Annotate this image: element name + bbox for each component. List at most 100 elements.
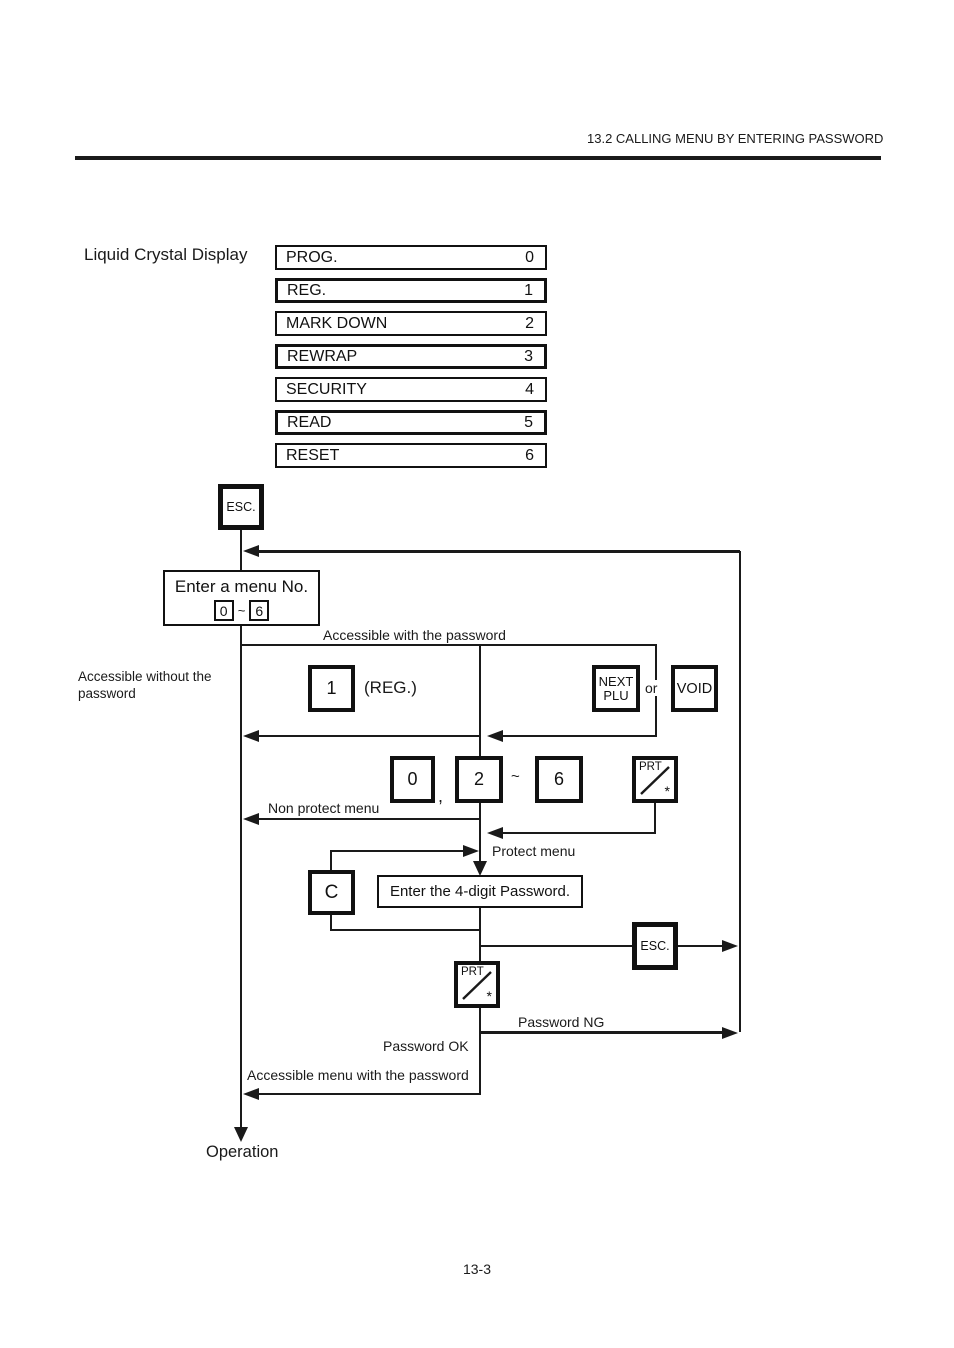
enter-menu-range: 0 ~ 6 (213, 600, 270, 621)
lcd-menu-row: REG. 1 (275, 278, 547, 303)
key-0-mini: 0 (213, 600, 234, 621)
menu-item-number: 1 (524, 281, 533, 299)
arrowhead-left-icon (243, 545, 259, 557)
lcd-menu-row: READ 5 (275, 410, 547, 435)
label-accessible-menu-with-password: Accessible menu with the password (247, 1067, 469, 1083)
void-key-label: VOID (676, 680, 713, 697)
arrowhead-left-icon (487, 827, 503, 839)
key-2: 2 (455, 756, 503, 803)
enter-menu-title: Enter a menu No. (174, 577, 309, 596)
arrowhead-left-icon (243, 1088, 259, 1100)
menu-item-name: SECURITY (286, 380, 367, 398)
label-comma: , (438, 786, 444, 806)
connector-return-top (252, 550, 740, 553)
prt-key-star: * (486, 988, 492, 1004)
prt-key-label: PRT (461, 966, 484, 978)
label-tilde: ~ (511, 768, 520, 785)
connector-void-return (496, 735, 657, 737)
connector-reg-return (252, 735, 480, 737)
connector-password-ok (252, 1093, 481, 1095)
label-reg-note: (REG.) (364, 678, 417, 697)
connector-center-a (479, 644, 481, 866)
arrowhead-left-icon (487, 730, 503, 742)
lcd-menu-row: MARK DOWN 2 (275, 311, 547, 336)
arrowhead-right-icon (463, 845, 479, 857)
menu-item-name: READ (287, 413, 332, 431)
menu-item-number: 2 (525, 314, 534, 332)
connector-clear-down (330, 915, 332, 931)
connector-clear-top (330, 850, 463, 852)
connector-center-b (479, 908, 481, 961)
label-password-ng: Password NG (518, 1014, 605, 1030)
tilde-glyph: ~ (237, 603, 246, 618)
label-accessible-with-password: Accessible with the password (323, 627, 506, 643)
esc-key-label: ESC. (640, 939, 670, 953)
prt-key-star: * (664, 783, 670, 799)
prt-asterisk-key: PRT * (632, 756, 678, 803)
menu-item-name: MARK DOWN (286, 314, 388, 332)
menu-item-name: REG. (287, 281, 327, 299)
next-plu-line1: NEXT (598, 673, 634, 689)
enter-password-box: Enter the 4-digit Password. (377, 875, 583, 908)
prt-key-label: PRT (639, 761, 662, 773)
page-number: 13-3 (462, 1261, 492, 1277)
label-or: or (642, 680, 661, 696)
arrowhead-right-icon (722, 1027, 738, 1039)
enter-password-text: Enter the 4-digit Password. (389, 883, 571, 900)
connector-clear-bottom (330, 929, 480, 931)
menu-item-number: 6 (525, 446, 534, 464)
prt-asterisk-key: PRT * (454, 961, 500, 1008)
key-0-label: 0 (407, 769, 418, 789)
connector-non-protect (252, 818, 480, 820)
menu-item-number: 0 (525, 248, 534, 266)
connector-prt-drop (654, 803, 656, 833)
menu-item-number: 3 (524, 347, 533, 365)
next-plu-key: NEXT PLU (592, 665, 640, 712)
arrowhead-left-icon (243, 730, 259, 742)
enter-menu-box: Enter a menu No. 0 ~ 6 (163, 570, 320, 626)
esc-key-top: ESC. (218, 484, 264, 530)
void-key: VOID (671, 665, 718, 712)
connector-trunk-top (240, 530, 242, 571)
arrowhead-right-icon (722, 940, 738, 952)
prt-slash-icon (462, 971, 492, 1000)
key-2-label: 2 (473, 769, 484, 789)
lcd-menu-row: REWRAP 3 (275, 344, 547, 369)
next-plu-label: NEXT PLU (598, 673, 634, 703)
connector-esc-left (481, 945, 632, 947)
lcd-menu-row: SECURITY 4 (275, 377, 547, 402)
key-1: 1 (308, 665, 355, 712)
key-6-label: 6 (553, 769, 564, 789)
connector-branch-top (240, 644, 657, 646)
label-accessible-without-line2: password (78, 686, 136, 701)
label-accessible-without-line1: Accessible without the (78, 669, 212, 684)
lcd-menu-row: RESET 6 (275, 443, 547, 468)
lcd-section-label: Liquid Crystal Display (84, 245, 248, 264)
connector-right-return (739, 551, 741, 1032)
connector-prt-return (496, 832, 656, 834)
connector-trunk-main (240, 626, 242, 1128)
clear-key: C (308, 870, 355, 915)
menu-item-number: 4 (525, 380, 534, 398)
page-header: 13.2 CALLING MENU BY ENTERING PASSWORD (587, 131, 884, 146)
arrowhead-down-icon (473, 861, 487, 876)
connector-esc-right (678, 945, 722, 947)
key-6-mini: 6 (249, 600, 270, 621)
key-6: 6 (535, 756, 583, 803)
connector-clear-up (330, 851, 332, 870)
arrowhead-left-icon (243, 813, 259, 825)
menu-item-number: 5 (524, 413, 533, 431)
menu-item-name: RESET (286, 446, 340, 464)
connector-center-c (479, 1008, 481, 1095)
prt-slash-icon (640, 766, 670, 795)
clear-key-label: C (324, 881, 339, 903)
menu-item-name: REWRAP (287, 347, 358, 365)
arrowhead-down-icon (234, 1127, 248, 1142)
lcd-menu-row: PROG. 0 (275, 245, 547, 270)
label-non-protect-menu: Non protect menu (268, 800, 380, 816)
label-protect-menu: Protect menu (492, 843, 576, 859)
key-1-label: 1 (326, 678, 337, 698)
esc-key-label: ESC. (226, 500, 256, 514)
header-rule (75, 156, 881, 160)
